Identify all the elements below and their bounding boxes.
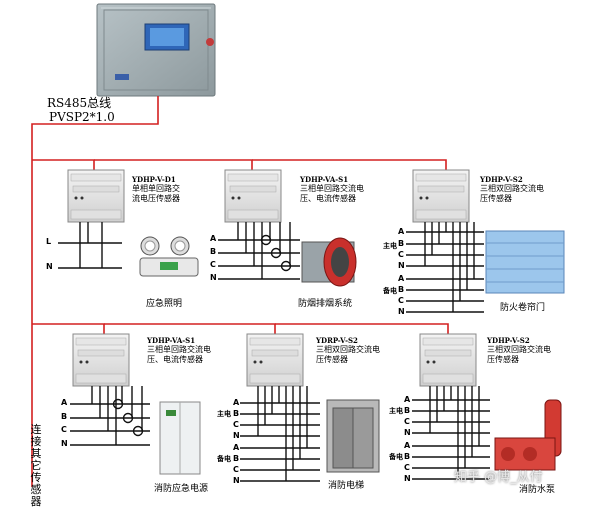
phase-label-A: A xyxy=(233,398,240,407)
bus-label-2: PVSP2*1.0 xyxy=(49,110,115,124)
phase-label-C: C xyxy=(398,250,404,259)
backup-power-label: 备电 xyxy=(383,287,397,295)
wires-group-2 xyxy=(218,222,300,280)
sensor-3-desc: 三相双回路交流电压传感器 xyxy=(480,184,544,203)
sensor-2-desc: 三相单回路交流电压、电流传感器 xyxy=(300,184,364,203)
phase-label-C: C xyxy=(61,425,67,434)
backup-power-label: 备电 xyxy=(217,455,231,463)
sensor-4-model: YDHP-VA-S1 xyxy=(147,336,196,345)
sensor-device-6 xyxy=(419,333,477,387)
phase-label-C: C xyxy=(404,463,410,472)
sensor-device-3 xyxy=(412,169,470,223)
caption-emergency-light: 应急照明 xyxy=(146,299,183,309)
smoke-exhaust-fan-illustration xyxy=(301,237,357,287)
rs485-bus xyxy=(31,96,449,487)
watermark: 知乎 @博_从付 xyxy=(454,470,543,485)
phase-label-B: B xyxy=(233,409,240,418)
phase-label-A: A xyxy=(404,395,411,404)
sensor-3-model: YDHP-V-S2 xyxy=(480,175,523,184)
phase-label-N: N xyxy=(46,262,53,271)
main-power-label: 主电 xyxy=(383,242,397,250)
phase-label-A: A xyxy=(404,441,411,450)
phase-label-L: L xyxy=(46,237,52,246)
phase-label-B: B xyxy=(404,452,411,461)
phase-label-N: N xyxy=(233,431,240,440)
caption-fire-pump: 消防水泵 xyxy=(519,485,556,495)
phase-label-C: C xyxy=(404,417,410,426)
phase-label-B: B xyxy=(61,412,68,421)
sensor-device-4 xyxy=(72,333,130,387)
bus-label-1: RS485总线 xyxy=(47,96,112,110)
phase-label-C: C xyxy=(210,260,216,269)
phase-label-B: B xyxy=(398,285,405,294)
caption-fire-elevator: 消防电梯 xyxy=(328,481,365,491)
sensor-5-desc: 三相双回路交流电压传感器 xyxy=(316,345,380,364)
main-power-label: 主电 xyxy=(389,407,403,415)
phase-label-N: N xyxy=(398,261,405,270)
sensor-device-2 xyxy=(224,169,282,223)
phase-label-A: A xyxy=(233,443,240,452)
phase-label-N: N xyxy=(61,439,68,448)
phase-label-N: N xyxy=(398,307,405,316)
phase-label-A: A xyxy=(61,398,68,407)
sensor-2-model: YDHP-VA-S1 xyxy=(300,175,349,184)
phase-label-B: B xyxy=(233,454,240,463)
sensor-1-desc: 单相单回路交流电压传感器 xyxy=(132,184,180,203)
phase-label-A: A xyxy=(398,274,405,283)
phase-label-C: C xyxy=(233,465,239,474)
caption-smoke-exhaust: 防烟排烟系统 xyxy=(298,299,353,309)
sensor-device-5 xyxy=(246,333,304,387)
wires-group-4 xyxy=(70,386,150,446)
phase-label-C: C xyxy=(233,420,239,429)
wires-group-5 xyxy=(240,386,320,482)
sensor-1-model: YDHP-V-D1 xyxy=(132,175,176,184)
sensor-device-1 xyxy=(67,169,125,223)
phase-label-N: N xyxy=(210,273,217,282)
connect-other-sensors-label: 连接其它传感器 xyxy=(30,423,42,508)
phase-label-B: B xyxy=(398,239,405,248)
phase-label-B: B xyxy=(210,247,217,256)
emergency-power-cabinet-illustration xyxy=(159,401,201,475)
sensor-6-model: YDHP-V-S2 xyxy=(487,336,530,345)
phase-label-N: N xyxy=(404,474,411,483)
wires-group-1 xyxy=(58,222,122,269)
sensor-6-desc: 三相双回路交流电压传感器 xyxy=(487,345,551,364)
phase-label-C: C xyxy=(398,296,404,305)
phase-label-A: A xyxy=(210,234,217,243)
main-power-label: 主电 xyxy=(217,410,231,418)
caption-fire-shutter: 防火卷帘门 xyxy=(500,303,546,313)
emergency-light-illustration xyxy=(139,236,199,277)
phase-label-A: A xyxy=(398,227,405,236)
phase-label-B: B xyxy=(404,406,411,415)
wires-group-6 xyxy=(412,386,490,480)
wires-group-3 xyxy=(406,222,484,313)
phase-label-N: N xyxy=(233,476,240,485)
phase-label-N: N xyxy=(404,428,411,437)
caption-emergency-power: 消防应急电源 xyxy=(154,484,209,494)
fire-shutter-illustration xyxy=(485,230,565,294)
sensor-4-desc: 三相单回路交流电压、电流传感器 xyxy=(147,345,211,364)
fire-pump-illustration xyxy=(494,399,562,471)
fire-elevator-illustration xyxy=(326,399,380,473)
monitoring-panel xyxy=(96,3,216,97)
sensor-5-model: YDRP-V-S2 xyxy=(316,336,358,345)
backup-power-label: 备电 xyxy=(389,453,403,461)
